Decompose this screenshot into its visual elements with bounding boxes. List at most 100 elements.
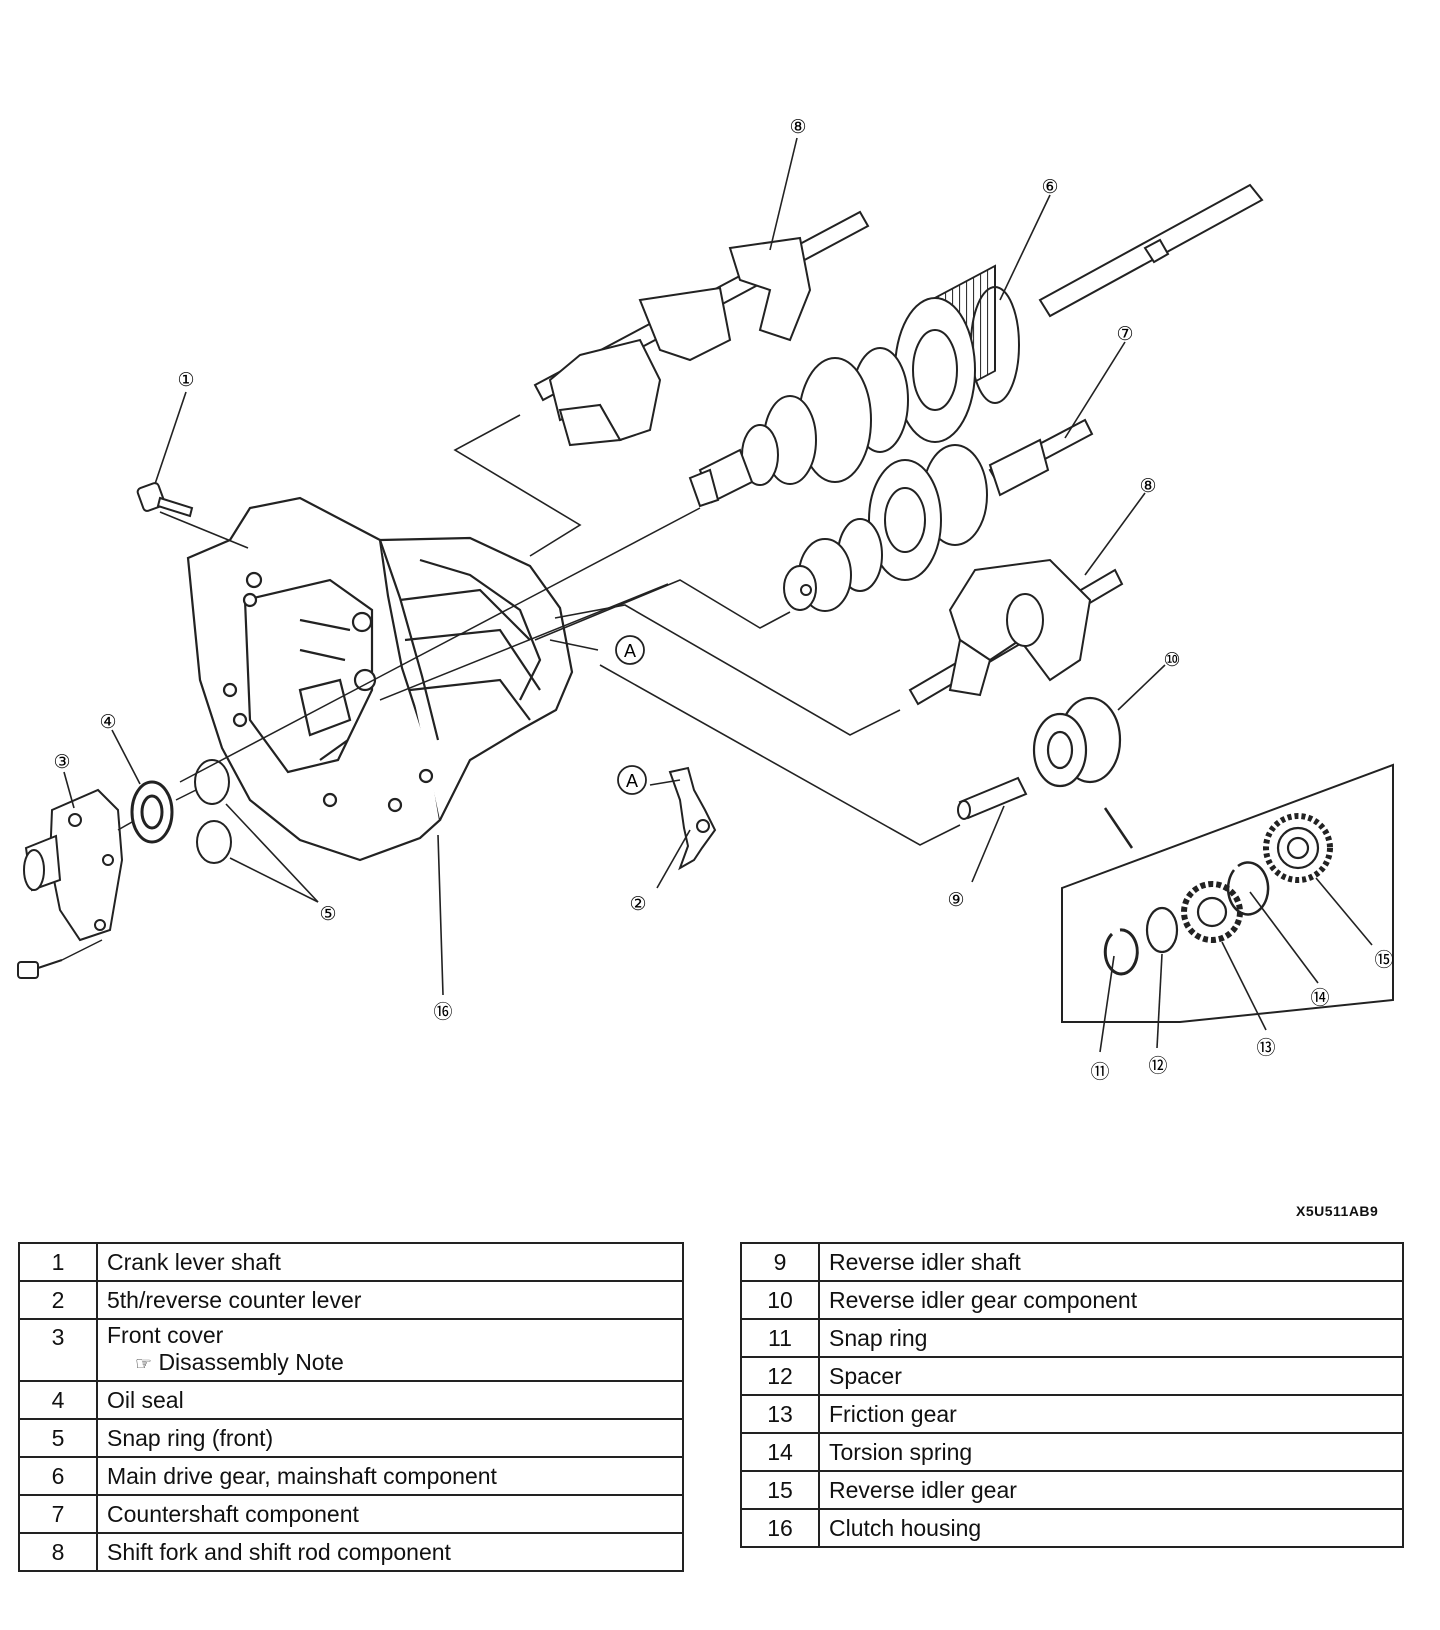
leader-lines [63, 137, 1373, 1053]
table-row: 10 Reverse idler gear component [740, 1280, 1404, 1320]
pointing-hand-icon: ☞ [135, 1354, 153, 1375]
shift-fork-upper-part [533, 210, 870, 447]
parts-legend-left: 1 Crank lever shaft 2 5th/reverse counte… [18, 1242, 684, 1572]
svg-text:A: A [626, 771, 638, 791]
part-name: Reverse idler gear [818, 1470, 1404, 1510]
part-number: 15 [740, 1470, 820, 1510]
table-row: 7 Countershaft component [18, 1494, 684, 1534]
callout-9: ⑨ [947, 890, 964, 911]
callout-5: ⑤ [319, 904, 336, 925]
component-group-outline [1061, 763, 1394, 1023]
snap-ring-part [1103, 928, 1139, 976]
callout-4: ④ [99, 712, 116, 733]
exploded-transmission-diagram: ① ② ③ ④ ⑤ ⑥ ⑦ ⑧ ⑧ ⑨ ⑩ ⑪ ⑫ ⑬ ⑭ ⑮ ⑯ A A [17, 117, 1394, 1083]
table-row: 5 Snap ring (front) [18, 1418, 684, 1458]
part-number: 9 [740, 1242, 820, 1282]
part-number: 8 [18, 1532, 98, 1572]
torsion-spring-part [1226, 861, 1270, 916]
friction-gear-part [1181, 881, 1243, 943]
part-number: 14 [740, 1432, 820, 1472]
callout-13: ⑬ [1256, 1037, 1275, 1059]
table-row: 3 Front cover ☞ Disassembly Note [18, 1318, 684, 1382]
part-number: 7 [18, 1494, 98, 1534]
reverse-idler-shaft-part [957, 776, 1028, 820]
callout-11: ⑪ [1090, 1061, 1109, 1083]
group-pointer-line [1103, 807, 1134, 849]
assembly-guide-lines [453, 414, 961, 846]
table-row: 15 Reverse idler gear [740, 1470, 1404, 1510]
part-number: 13 [740, 1394, 820, 1434]
callout-3: ③ [53, 752, 70, 773]
table-row: 1 Crank lever shaft [18, 1242, 684, 1282]
part-number: 10 [740, 1280, 820, 1320]
callout-16: ⑯ [433, 1001, 452, 1023]
part-name: 5th/reverse counter lever [96, 1280, 684, 1320]
spacer-part [1145, 906, 1179, 954]
part-number: 2 [18, 1280, 98, 1320]
part-number: 5 [18, 1418, 98, 1458]
reverse-idler-gear-part [1263, 813, 1333, 883]
snap-ring-front-part [194, 759, 232, 864]
callout-10: ⑩ [1163, 650, 1180, 671]
part-name: Reverse idler shaft [818, 1242, 1404, 1282]
table-row: 4 Oil seal [18, 1380, 684, 1420]
part-name: Oil seal [96, 1380, 684, 1420]
table-row: 13 Friction gear [740, 1394, 1404, 1434]
disassembly-note-link[interactable]: ☞ Disassembly Note [107, 1349, 673, 1378]
part-name: Snap ring [818, 1318, 1404, 1358]
callout-labels: ① ② ③ ④ ⑤ ⑥ ⑦ ⑧ ⑧ ⑨ ⑩ ⑪ ⑫ ⑬ ⑭ ⑮ ⑯ [53, 117, 1393, 1083]
reference-mark-a-lever: A [617, 765, 647, 795]
part-number: 16 [740, 1508, 820, 1548]
front-cover-part [17, 788, 124, 979]
clutch-housing-part [186, 496, 574, 862]
callout-7: ⑦ [1116, 324, 1133, 345]
table-row: 8 Shift fork and shift rod component [18, 1532, 684, 1572]
table-row: 2 5th/reverse counter lever [18, 1280, 684, 1320]
part-name: Torsion spring [818, 1432, 1404, 1472]
callout-2: ② [629, 894, 646, 915]
table-row: 14 Torsion spring [740, 1432, 1404, 1472]
table-row: 6 Main drive gear, mainshaft component [18, 1456, 684, 1496]
part-name: Shift fork and shift rod component [96, 1532, 684, 1572]
callout-14: ⑭ [1310, 987, 1329, 1009]
countershaft-part [783, 418, 1094, 612]
part-number: 3 [18, 1318, 98, 1382]
svg-text:A: A [624, 641, 636, 661]
part-name: Clutch housing [818, 1508, 1404, 1548]
part-name: Spacer [818, 1356, 1404, 1396]
part-number: 11 [740, 1318, 820, 1358]
mainshaft-part [688, 183, 1264, 508]
part-name: Front cover [107, 1322, 224, 1348]
parts-legend-right: 9 Reverse idler shaft 10 Reverse idler g… [740, 1242, 1404, 1548]
centerline [379, 583, 669, 701]
part-name: Crank lever shaft [96, 1242, 684, 1282]
callout-1: ① [177, 370, 194, 391]
part-number: 6 [18, 1456, 98, 1496]
part-number: 4 [18, 1380, 98, 1420]
oil-seal-part [117, 780, 197, 844]
table-row: 12 Spacer [740, 1356, 1404, 1396]
callout-6: ⑥ [1041, 177, 1058, 198]
shift-fork-lower-part [908, 558, 1124, 706]
part-number: 12 [740, 1356, 820, 1396]
table-row: 9 Reverse idler shaft [740, 1242, 1404, 1282]
part-name: Friction gear [818, 1394, 1404, 1434]
callout-12: ⑫ [1148, 1055, 1167, 1077]
part-name: Main drive gear, mainshaft component [96, 1456, 684, 1496]
callout-8-lower: ⑧ [1139, 476, 1156, 497]
table-row: 11 Snap ring [740, 1318, 1404, 1358]
part-name: Reverse idler gear component [818, 1280, 1404, 1320]
callout-8-upper: ⑧ [789, 117, 806, 138]
part-name: Countershaft component [96, 1494, 684, 1534]
note-text: Disassembly Note [158, 1349, 344, 1375]
reverse-idler-gear-component-part [1032, 696, 1122, 788]
part-name: Snap ring (front) [96, 1418, 684, 1458]
counter-lever-part [668, 766, 717, 871]
table-row: 16 Clutch housing [740, 1508, 1404, 1548]
diagram-code: X5U511AB9 [1296, 1203, 1379, 1219]
reference-mark-a-housing: A [615, 635, 645, 665]
part-name-cell: Front cover ☞ Disassembly Note [96, 1318, 684, 1382]
callout-15: ⑮ [1374, 949, 1393, 971]
crank-lever-shaft-part [136, 482, 249, 549]
part-number: 1 [18, 1242, 98, 1282]
